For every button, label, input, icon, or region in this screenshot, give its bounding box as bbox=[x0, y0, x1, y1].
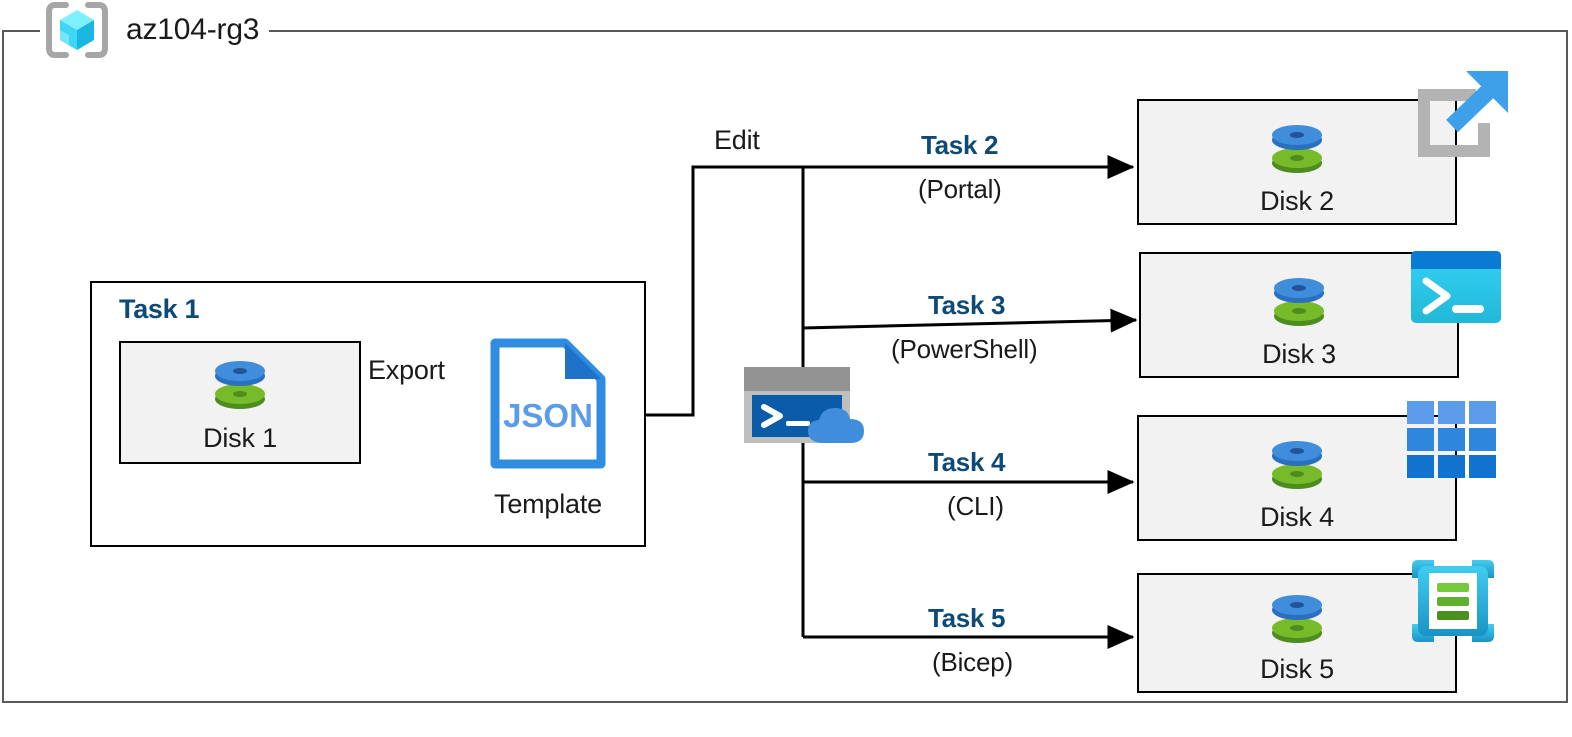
disk-icon bbox=[1266, 435, 1328, 493]
disk-icon bbox=[1266, 119, 1328, 177]
azure-resource-group-icon bbox=[46, 2, 108, 58]
resource-group-frame bbox=[2, 30, 1568, 703]
disk3-box[interactable]: Disk 3 bbox=[1139, 252, 1459, 378]
disk4-caption: Disk 4 bbox=[1260, 502, 1334, 532]
task5-title: Task 5 bbox=[928, 603, 1006, 633]
template-caption: Template bbox=[494, 489, 602, 519]
task3-title: Task 3 bbox=[928, 290, 1006, 320]
disk-icon bbox=[209, 355, 271, 413]
azure-cli-icon[interactable] bbox=[1406, 400, 1498, 478]
task4-method: (CLI) bbox=[947, 491, 1004, 521]
disk5-caption: Disk 5 bbox=[1260, 654, 1334, 684]
export-label: Export bbox=[368, 355, 445, 385]
powershell-icon[interactable] bbox=[1410, 250, 1502, 324]
task2-method: (Portal) bbox=[918, 174, 1002, 204]
task5-method: (Bicep) bbox=[932, 647, 1013, 677]
json-file-type: JSON bbox=[503, 397, 593, 434]
disk1-caption: Disk 1 bbox=[203, 423, 277, 453]
disk-icon bbox=[1266, 589, 1328, 647]
json-file-icon[interactable]: JSON bbox=[487, 335, 609, 472]
disk2-box[interactable]: Disk 2 bbox=[1137, 99, 1457, 225]
task3-method: (PowerShell) bbox=[891, 334, 1038, 364]
bicep-template-icon[interactable] bbox=[1408, 556, 1498, 646]
disk5-box[interactable]: Disk 5 bbox=[1137, 573, 1457, 693]
resource-group-header: az104-rg3 bbox=[40, 0, 270, 60]
disk2-caption: Disk 2 bbox=[1260, 186, 1334, 216]
task4-title: Task 4 bbox=[928, 447, 1006, 477]
task1-label: Task 1 bbox=[119, 294, 200, 324]
edit-label: Edit bbox=[714, 125, 760, 155]
disk3-caption: Disk 3 bbox=[1262, 339, 1336, 369]
task2-title: Task 2 bbox=[921, 130, 999, 160]
azure-portal-icon[interactable] bbox=[1408, 68, 1513, 168]
disk4-box[interactable]: Disk 4 bbox=[1137, 415, 1457, 541]
disk-icon bbox=[1268, 272, 1330, 330]
disk1-box[interactable]: Disk 1 bbox=[119, 341, 361, 464]
resource-group-name: az104-rg3 bbox=[126, 13, 260, 46]
cloud-shell-icon[interactable] bbox=[742, 365, 868, 447]
